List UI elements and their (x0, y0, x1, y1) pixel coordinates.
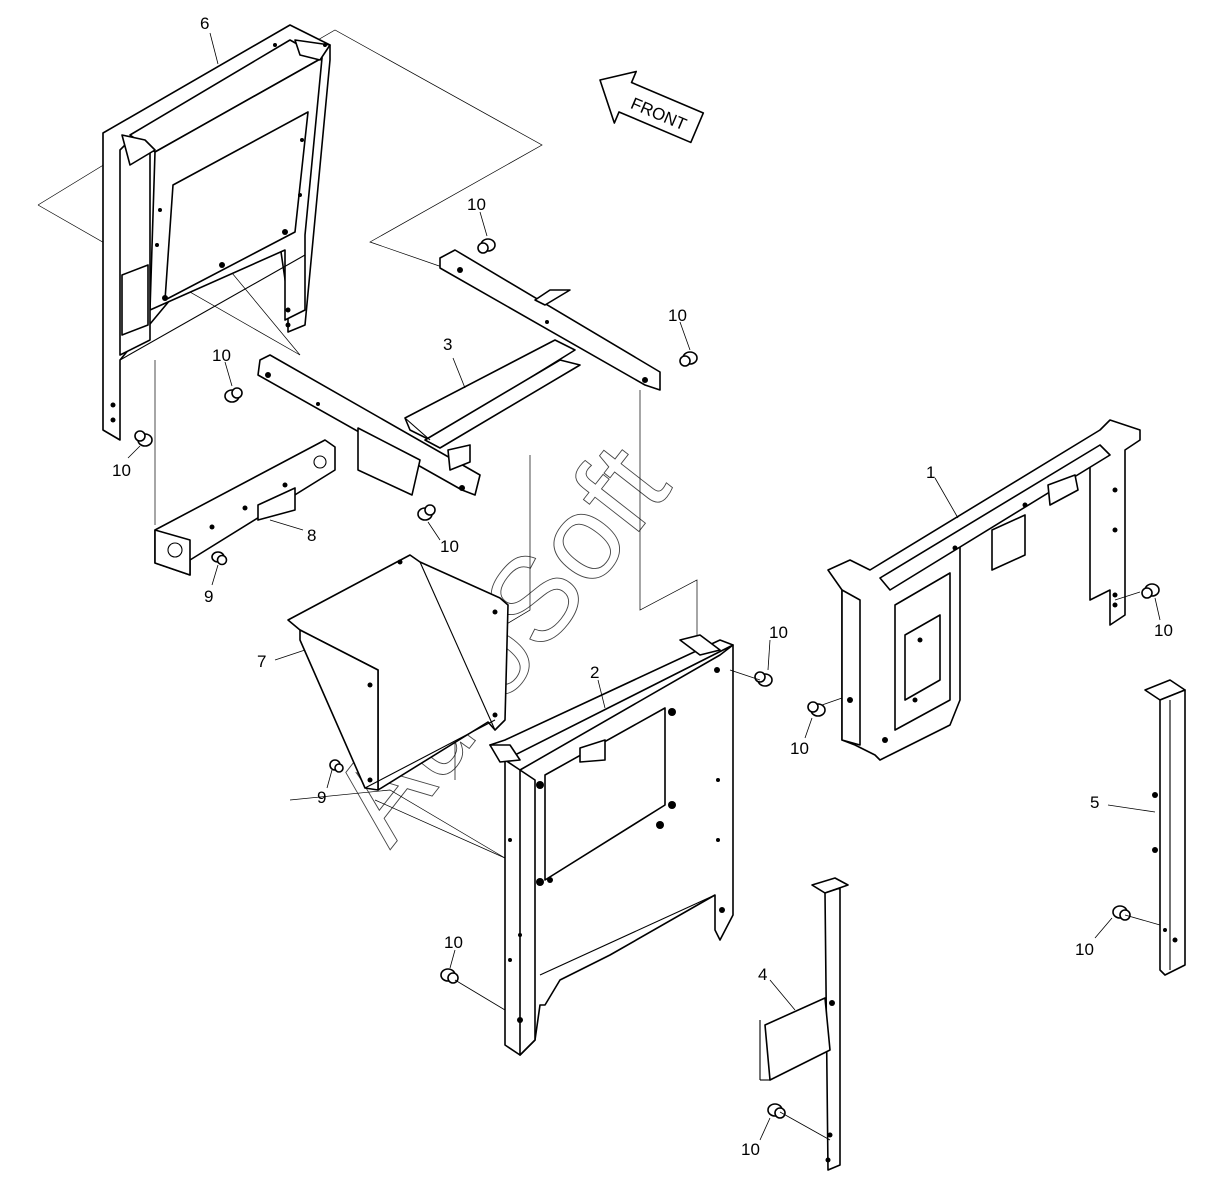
callout-4: 4 (758, 965, 767, 984)
callout-7: 7 (257, 652, 266, 671)
callout-8: 8 (307, 526, 316, 545)
part-5-post (1144, 679, 1186, 976)
callout-10-h: 10 (790, 739, 809, 758)
callout-9-a: 9 (204, 587, 213, 606)
callout-10-b: 10 (668, 306, 687, 325)
bolt-10-a (477, 238, 496, 254)
bolts (134, 238, 1160, 1119)
bolt-10-i (440, 968, 459, 984)
bolt-10-g (1141, 583, 1160, 599)
bolt-10-d (134, 430, 153, 447)
bolt-10-h (807, 701, 826, 717)
callout-10-k: 10 (741, 1140, 760, 1159)
callout-10-a: 10 (467, 195, 486, 214)
part-8-bracket (154, 439, 336, 576)
callouts: 1 2 3 4 5 6 7 8 9 9 10 10 10 10 10 10 10… (112, 14, 1173, 1159)
callout-10-g: 10 (1154, 621, 1173, 640)
callout-10-d: 10 (112, 461, 131, 480)
bolt-10-f (754, 671, 773, 687)
callout-10-e: 10 (440, 537, 459, 556)
callout-5: 5 (1090, 793, 1099, 812)
callout-3: 3 (443, 335, 452, 354)
bolt-10-j (1112, 905, 1131, 921)
bolt-10-b (679, 351, 698, 367)
callout-10-j: 10 (1075, 940, 1094, 959)
bolt-10-c (224, 387, 243, 403)
part-6-upper-frame (102, 24, 331, 441)
callout-10-i: 10 (444, 933, 463, 952)
part-1-right-frame (827, 419, 1141, 761)
part-2-front-frame (489, 634, 734, 1056)
part-7-cover (287, 554, 509, 791)
callout-1: 1 (926, 463, 935, 482)
leader-lines (127, 32, 1161, 1141)
callout-9-b: 9 (317, 788, 326, 807)
callout-10-c: 10 (212, 346, 231, 365)
bolt-9-b (329, 759, 344, 773)
callout-10-f: 10 (769, 623, 788, 642)
callout-2: 2 (590, 663, 599, 682)
front-arrow: FRONT (599, 70, 705, 144)
part-3-cross-member (257, 249, 661, 496)
part-4-post (759, 877, 849, 1171)
bolt-10-k (767, 1103, 786, 1119)
bolt-9-a (211, 551, 228, 566)
bolt-10-e (417, 504, 436, 521)
callout-6: 6 (200, 14, 209, 33)
